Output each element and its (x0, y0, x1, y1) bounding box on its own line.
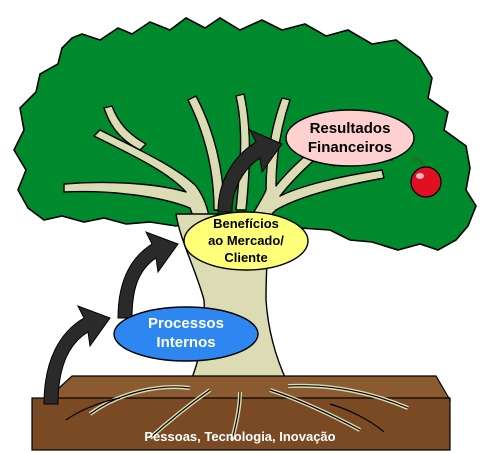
beneficios-line1: Benefícios (213, 216, 279, 231)
arrow-2 (117, 231, 179, 319)
arrow-3 (217, 128, 283, 213)
resultados-line1: Resultados (310, 120, 391, 137)
node-resultados-financeiros: Resultados Financeiros (285, 109, 415, 167)
beneficios-line2: ao Mercado/ (208, 233, 284, 248)
node-processos-internos: Processos Internos (113, 306, 259, 362)
node-beneficios-mercado-cliente: Benefícios ao Mercado/ Cliente (183, 211, 309, 271)
arrow-1 (43, 305, 111, 405)
tree-roots (65, 383, 409, 441)
apple-icon (410, 156, 442, 198)
resultados-line2: Financeiros (308, 139, 392, 156)
beneficios-line3: Cliente (224, 250, 267, 265)
processos-line2: Internos (156, 334, 215, 351)
growth-arrows (43, 128, 283, 405)
processos-line1: Processos (148, 315, 224, 332)
ground-label: Pessoas, Tecnologia, Inovação (144, 429, 335, 444)
